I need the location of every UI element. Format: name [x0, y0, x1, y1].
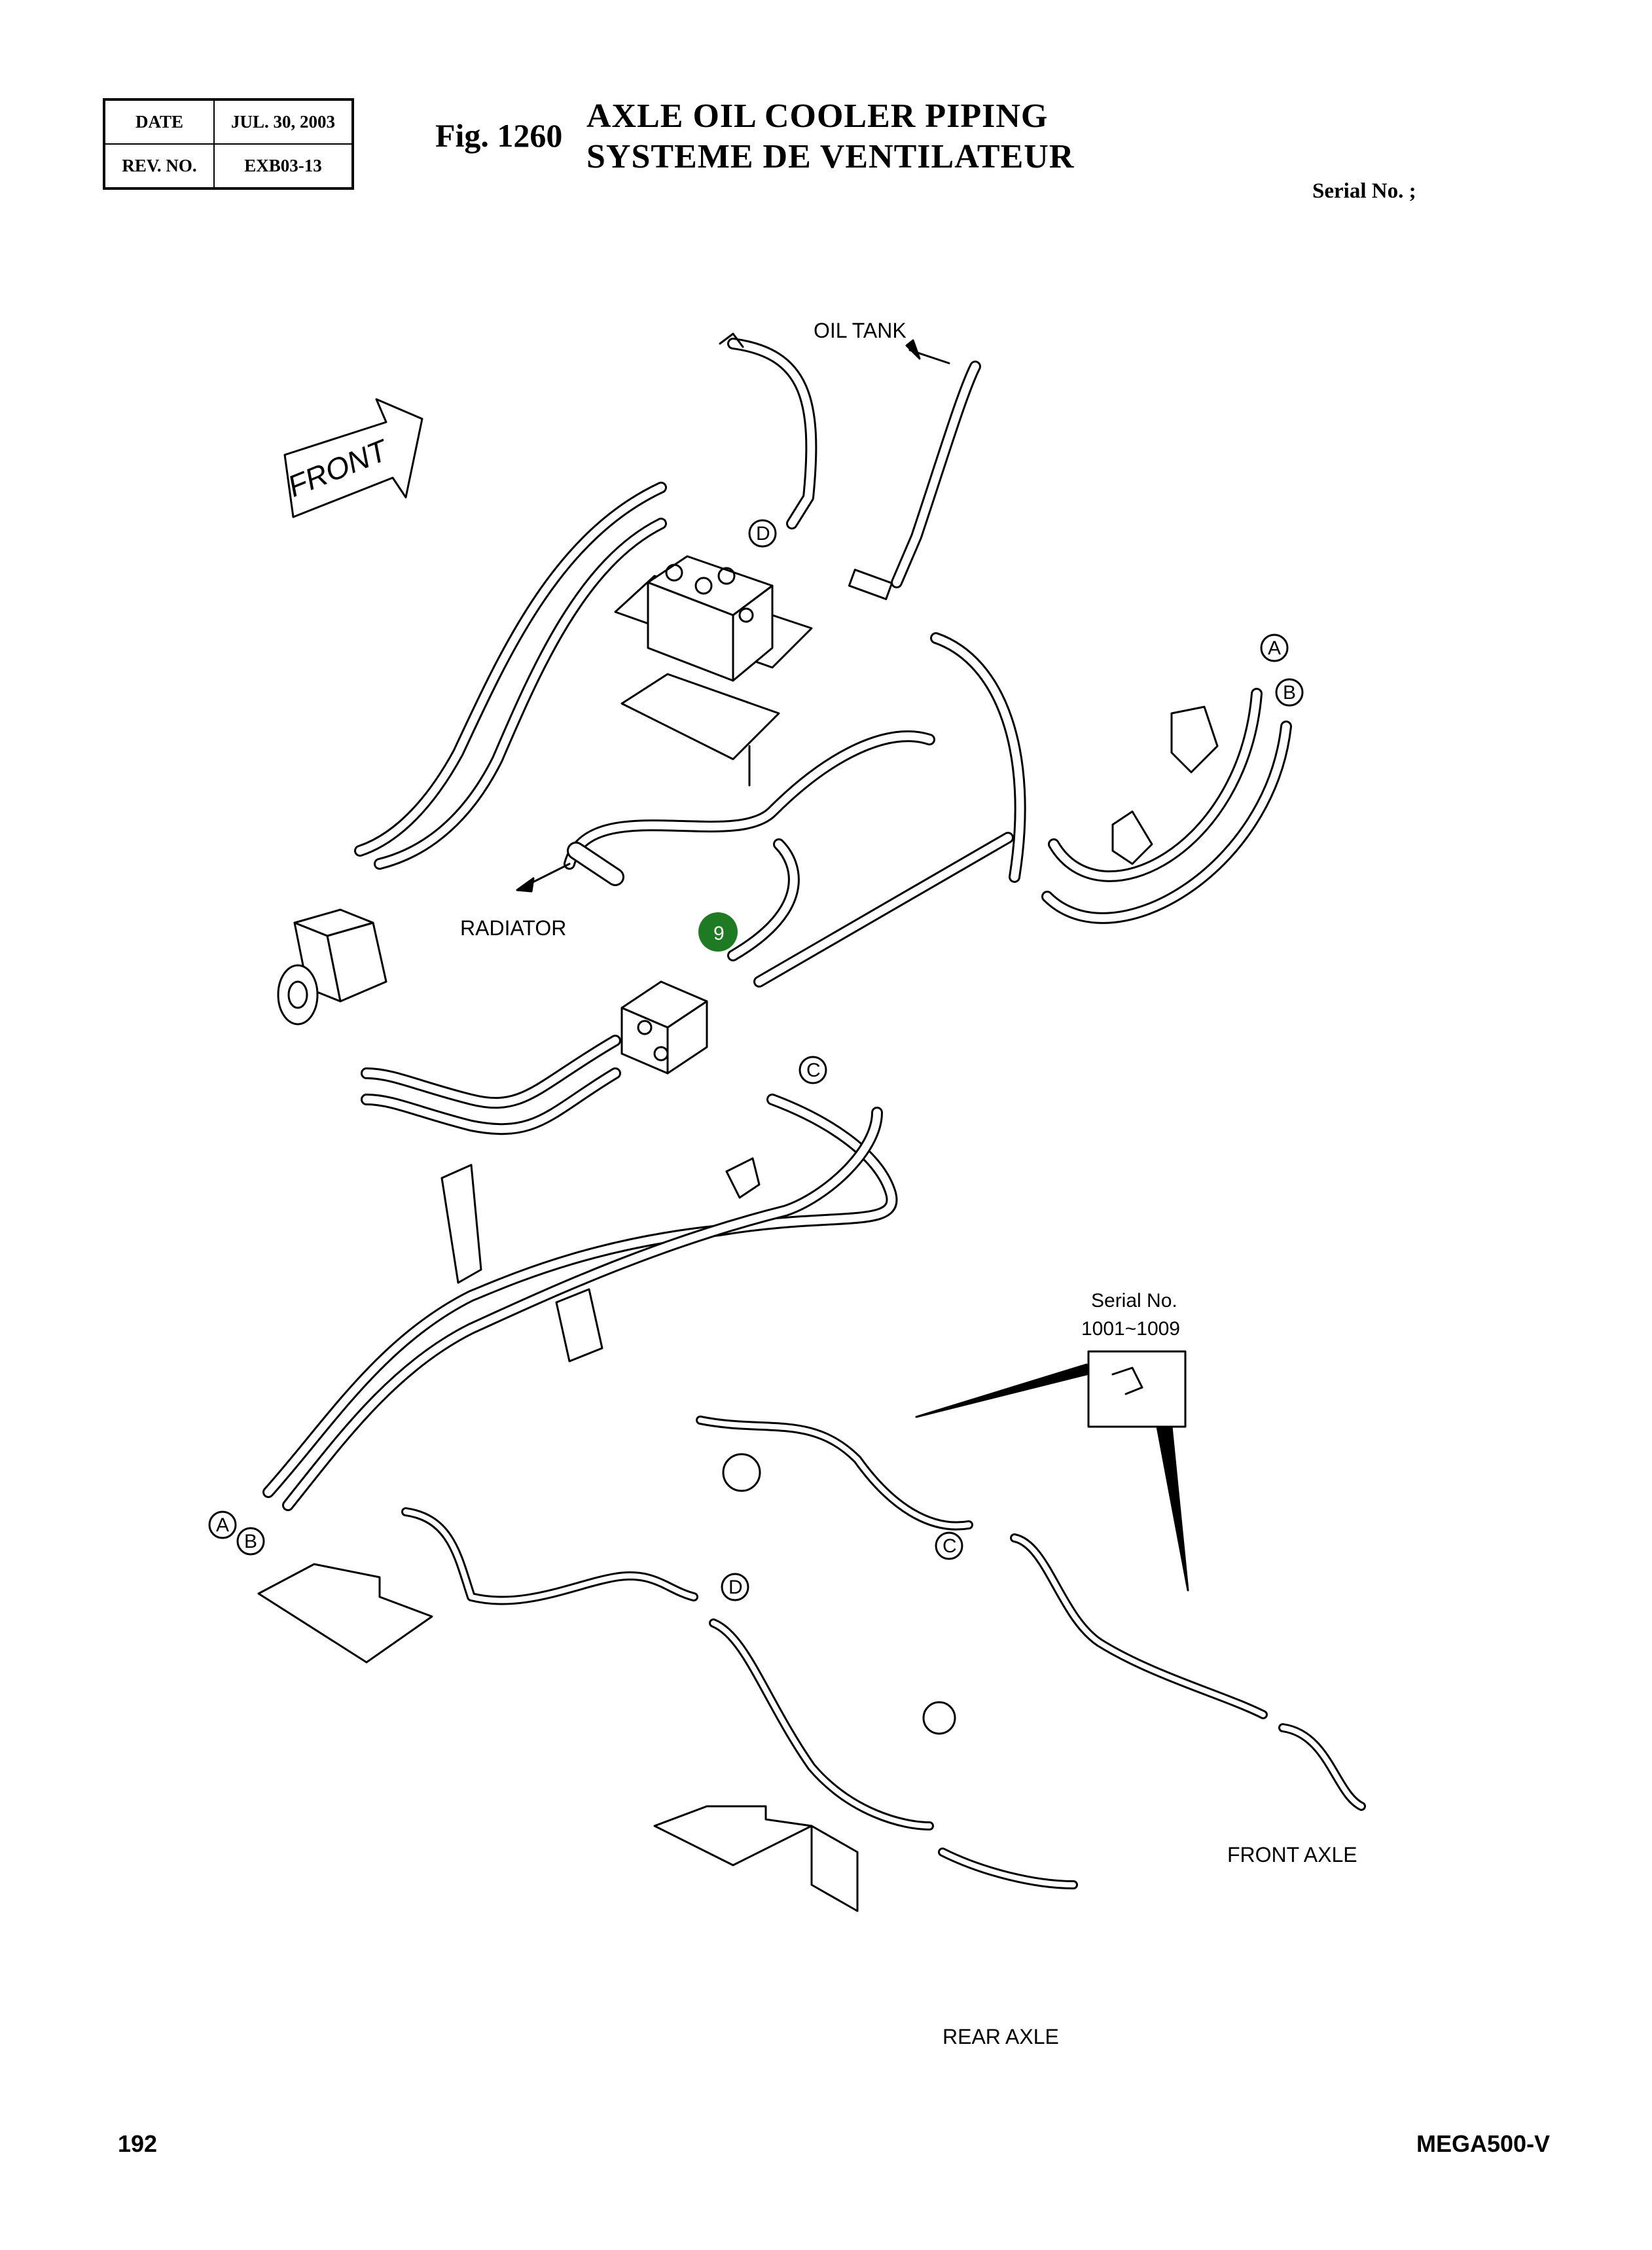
ref-a-bottom: A — [216, 1514, 229, 1536]
reference-letters: A B A B C C D D — [208, 519, 1304, 1601]
callout-number: 9 — [713, 923, 725, 944]
right-hoses-ab — [930, 632, 1292, 924]
radiator-hoses — [516, 730, 1014, 988]
callout-highlight — [698, 912, 738, 952]
left-long-hoses — [354, 482, 667, 870]
item-callout-9[interactable]: 9 — [698, 912, 738, 952]
middle-hoses — [262, 1094, 898, 1511]
valve-block — [614, 555, 813, 787]
ref-c-mid: C — [806, 1060, 821, 1081]
page-number: 192 — [118, 2130, 158, 2157]
upper-return-hose — [719, 332, 817, 529]
ref-d-top: D — [756, 523, 770, 545]
ref-b-bottom: B — [244, 1531, 257, 1552]
ref-c-low: C — [943, 1535, 957, 1557]
model-name: MEGA500-V — [1416, 2130, 1551, 2157]
figure-title-en: AXLE OIL COOLER PIPING — [586, 98, 1049, 135]
serial-number-label: Serial No. ; — [1312, 179, 1416, 203]
date-label: DATE — [103, 99, 215, 145]
rev-value: EXB03-13 — [213, 143, 353, 189]
front-arrow-icon: FRONT — [283, 398, 423, 518]
axle-lines — [257, 1416, 1366, 1912]
figure-title-fr: SYSTEME DE VENTILATEUR — [586, 138, 1075, 175]
radiator-label: RADIATOR — [460, 916, 567, 940]
rear-axle-label: REAR AXLE — [943, 2025, 1059, 2048]
ref-a-top: A — [1268, 637, 1281, 659]
serial-inset-line2: 1001~1009 — [1081, 1318, 1180, 1340]
date-value: JUL. 30, 2003 — [213, 99, 353, 145]
serial-inset-line1: Serial No. — [1091, 1290, 1177, 1312]
rev-label: REV. NO. — [103, 143, 215, 189]
front-axle-label: FRONT AXLE — [1227, 1843, 1357, 1866]
serial-inset: Serial No. 1001~1009 — [915, 1290, 1189, 1592]
ref-b-top: B — [1283, 682, 1296, 704]
figure-number: Fig. 1260 — [435, 117, 563, 154]
revision-table: DATE JUL. 30, 2003 REV. NO. EXB03-13 — [103, 98, 354, 190]
ref-d-low: D — [728, 1577, 743, 1598]
lower-block — [361, 980, 708, 1135]
oil-tank-label: OIL TANK — [814, 319, 907, 342]
cooler-pump — [277, 908, 387, 1026]
oil-tank-hose — [848, 339, 981, 600]
